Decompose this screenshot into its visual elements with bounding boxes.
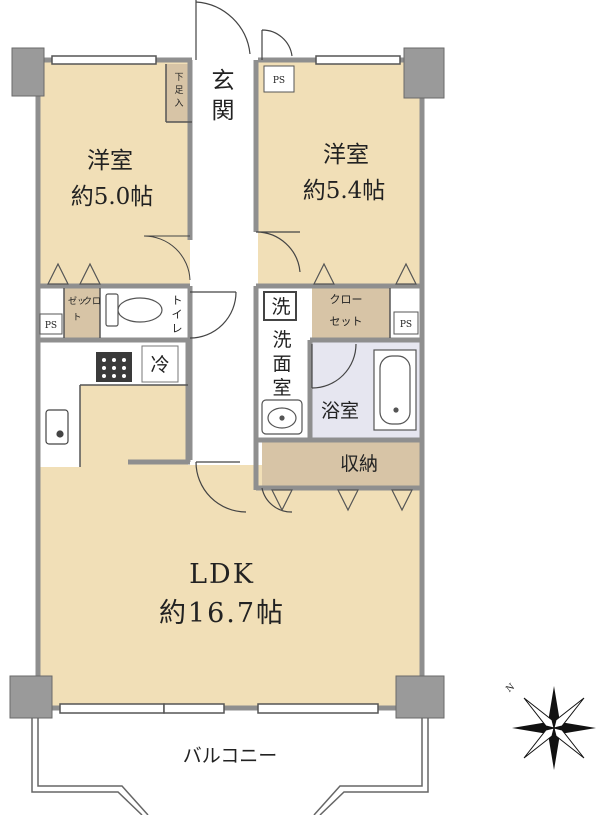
pillar-bottom-right <box>395 675 445 719</box>
ldk-door <box>195 461 247 513</box>
basin-icon <box>261 399 303 435</box>
fridge-label: 冷 <box>150 354 169 376</box>
shoe-box-label-1: 下 <box>174 73 183 83</box>
washer-box <box>263 291 297 321</box>
storage-floor <box>262 442 420 486</box>
windows <box>51 55 401 714</box>
entrance-label-2: 関 <box>212 98 235 124</box>
room2-door <box>255 231 301 273</box>
meter-label: PS <box>273 76 285 86</box>
shoe-box-label-2: 足 <box>174 85 183 96</box>
doors <box>143 0 357 513</box>
marker-storage-b <box>337 489 359 512</box>
washroom-label-1: 洗 <box>272 329 291 351</box>
meter-box <box>263 65 295 93</box>
closet-left-col3: ト <box>72 313 81 323</box>
marker-room2-a <box>313 262 335 285</box>
ps-right-box <box>393 311 419 335</box>
room2-area: 約5.4帖 <box>303 178 386 204</box>
bathroom-label: 浴室 <box>321 400 359 422</box>
ldk-dining-floor <box>80 385 188 467</box>
stove-icon <box>96 352 132 382</box>
pillar-bottom-left <box>9 675 53 719</box>
pillars <box>9 47 445 719</box>
bathtub-icon <box>373 349 417 431</box>
room1-door <box>143 235 191 281</box>
balcony <box>31 718 429 815</box>
ldk-area: 約16.7帖 <box>159 598 285 629</box>
ps-left-box <box>39 313 63 335</box>
toilet-fixture <box>105 293 163 327</box>
marker-storage-a <box>271 489 293 512</box>
window-room1 <box>51 55 157 65</box>
shoe-box-label-3: 入 <box>174 98 183 109</box>
washer-label: 洗 <box>271 296 290 318</box>
window-ldk-2 <box>163 703 225 714</box>
fixtures <box>39 65 419 445</box>
closet-right-label-1: クロー <box>330 293 363 306</box>
closet-left-floor <box>64 288 100 338</box>
corridor-floor <box>190 62 252 462</box>
pillar-top-left <box>11 47 45 97</box>
marker-room1-a <box>47 262 69 285</box>
window-room2 <box>315 55 401 65</box>
marker-room1-b <box>79 262 101 285</box>
closet-left-col2: ゼッ <box>68 295 86 307</box>
meter-door <box>261 29 293 60</box>
compass-label: N <box>504 682 517 695</box>
window-ldk-3 <box>257 703 379 714</box>
marker-storage-c <box>391 489 413 512</box>
toilet-label-2: イ <box>172 308 183 321</box>
walls <box>35 57 425 711</box>
western-room-1-floor <box>40 62 190 284</box>
western-room-2-floor <box>258 62 420 284</box>
window-ldk-1 <box>59 703 165 714</box>
bath-door <box>311 343 357 389</box>
storage-label: 収納 <box>340 453 378 475</box>
compass-icon <box>512 686 596 770</box>
toilet-label-1: ト <box>172 294 183 307</box>
balcony-label: バルコニー <box>183 745 278 767</box>
toilet-door <box>189 291 237 339</box>
washroom-label-2: 面 <box>272 353 291 375</box>
entrance-label-1: 玄 <box>212 68 235 94</box>
closet-markers <box>47 262 417 512</box>
ps-left-label: PS <box>45 321 57 331</box>
labels: 洋室 約5.0帖 洋室 約5.4帖 LDK 約16.7帖 玄 関 下 足 入 ト… <box>45 68 517 767</box>
pillar-top-right <box>403 47 445 99</box>
room1-area: 約5.0帖 <box>71 184 154 210</box>
entrance-door <box>195 0 251 60</box>
closet-right-floor <box>312 288 390 338</box>
thin-walls <box>63 64 391 467</box>
sink-icon <box>45 409 69 445</box>
toilet-label-3: レ <box>172 322 183 335</box>
room1-name: 洋室 <box>87 148 133 174</box>
fridge-box <box>141 345 179 383</box>
washroom-label-3: 室 <box>272 377 291 399</box>
closet-left-col1: クロ <box>83 296 101 307</box>
ldk-name: LDK <box>189 559 255 590</box>
ldk-floor <box>40 465 420 707</box>
marker-room2-b <box>395 262 417 285</box>
storage-door <box>261 487 293 513</box>
ps-right-label: PS <box>400 320 412 330</box>
closet-right-label-2: セット <box>330 315 363 328</box>
room2-name: 洋室 <box>323 142 369 168</box>
